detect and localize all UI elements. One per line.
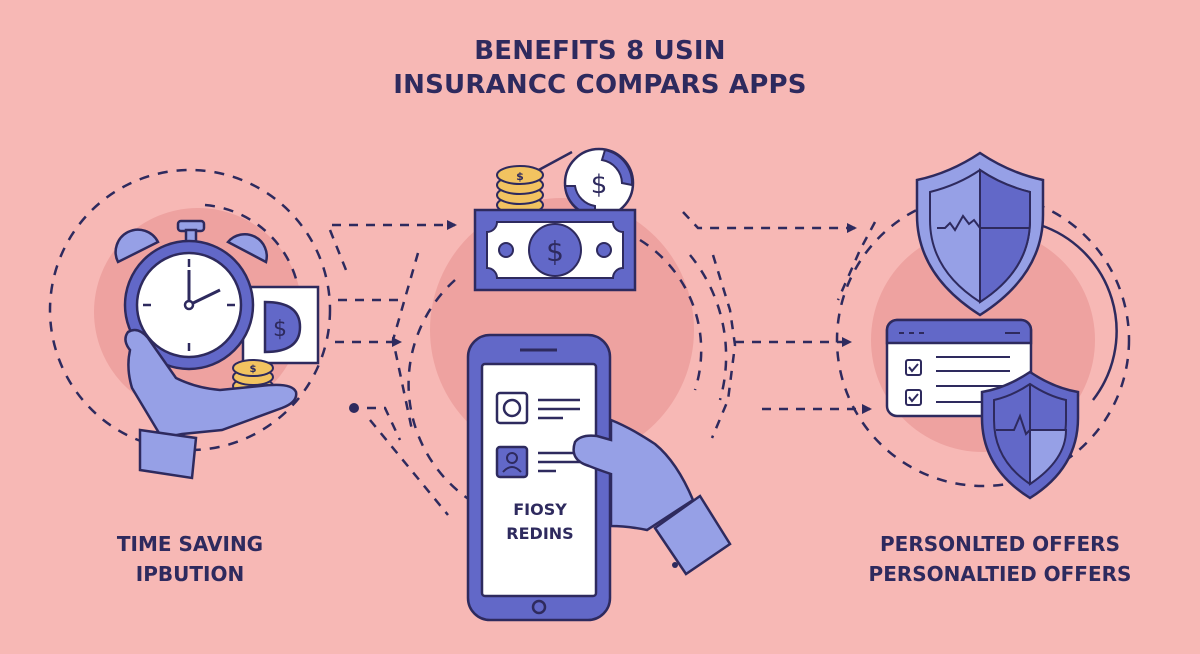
dollar-card-icon: $ xyxy=(241,285,320,365)
connectors-left xyxy=(328,220,457,516)
personalized-offers-group xyxy=(835,151,1131,500)
connectors-right xyxy=(682,211,877,439)
time-saving-group: $ $ xyxy=(48,168,332,480)
banknote-icon: $ xyxy=(473,208,637,292)
shield-icon xyxy=(915,151,1045,317)
title-line-2: INSURANCC COMPARS APPS xyxy=(393,70,807,100)
hand-icon xyxy=(124,328,298,480)
phone-screen-text: FIOSY REDINS xyxy=(482,498,598,546)
time-saving-label-line-1: TIME SAVING xyxy=(116,532,264,556)
hand-icon xyxy=(572,418,732,576)
svg-text:$: $ xyxy=(250,364,257,375)
list-item-icon xyxy=(495,391,580,425)
connector-dot xyxy=(349,403,359,413)
phone-text-line-2: REDINS xyxy=(506,524,574,543)
time-saving-label-line-2: IPBUTION xyxy=(135,562,245,586)
svg-text:$: $ xyxy=(546,235,564,268)
coin-stack-icon: $ xyxy=(496,165,544,215)
smartphone-icon xyxy=(466,333,612,622)
personalized-offers-label: PERSONLTED OFFERS PERSONALTIED OFFERS xyxy=(830,529,1170,589)
svg-text:$: $ xyxy=(273,317,287,342)
phone-text-line-1: FIOSY xyxy=(513,500,567,519)
dashed-orbit xyxy=(48,168,332,452)
cost-comparison-group: $ $ $ xyxy=(407,147,732,622)
dollar-exchange-icon: $ xyxy=(563,147,635,219)
stopwatch-icon xyxy=(114,219,268,371)
personalized-offers-label-line-2: PERSONALTIED OFFERS xyxy=(868,562,1132,586)
page-title: BENEFITS 8 USIN INSURANCC COMPARS APPS xyxy=(0,34,1200,102)
time-saving-label: TIME SAVING IPBUTION xyxy=(90,529,290,589)
shield-icon xyxy=(980,370,1080,500)
personalized-offers-label-line-1: PERSONLTED OFFERS xyxy=(880,532,1120,556)
svg-text:$: $ xyxy=(591,170,608,200)
svg-text:$: $ xyxy=(516,170,524,183)
title-line-1: BENEFITS 8 USIN xyxy=(474,36,726,66)
